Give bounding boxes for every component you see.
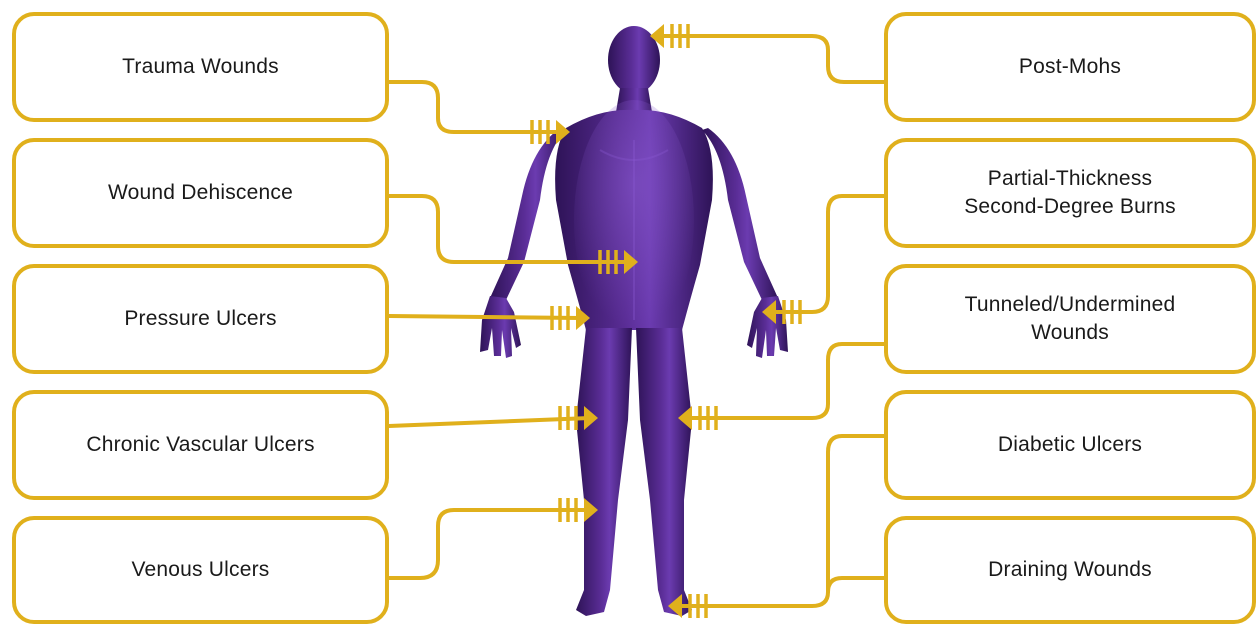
connector-draining	[828, 578, 884, 592]
label-text: Chronic Vascular Ulcers	[86, 431, 314, 459]
label-text: Partial-Thickness Second-Degree Burns	[964, 165, 1176, 220]
label-text: Pressure Ulcers	[124, 305, 276, 333]
label-text: Post-Mohs	[1019, 53, 1121, 81]
label-box-post-mohs: Post-Mohs	[884, 12, 1256, 122]
label-box-draining-wounds: Draining Wounds	[884, 516, 1256, 624]
label-box-wound-dehiscence: Wound Dehiscence	[12, 138, 389, 248]
label-text: Draining Wounds	[988, 556, 1152, 584]
connector-diabetic	[682, 436, 884, 606]
label-text: Diabetic Ulcers	[998, 431, 1142, 459]
label-text: Venous Ulcers	[131, 556, 269, 584]
human-body-icon	[480, 26, 788, 616]
label-box-tunneled-wounds: Tunneled/Undermined Wounds	[884, 264, 1256, 374]
label-box-diabetic-ulcers: Diabetic Ulcers	[884, 390, 1256, 500]
label-text: Wound Dehiscence	[108, 179, 293, 207]
connector-burns	[770, 196, 884, 312]
connector-tunneled	[690, 344, 884, 418]
label-text: Tunneled/Undermined Wounds	[965, 291, 1176, 346]
label-box-trauma-wounds: Trauma Wounds	[12, 12, 389, 122]
label-box-pressure-ulcers: Pressure Ulcers	[12, 264, 389, 374]
connector-postmohs	[660, 36, 884, 82]
label-box-venous-ulcers: Venous Ulcers	[12, 516, 389, 624]
label-box-second-degree-burns: Partial-Thickness Second-Degree Burns	[884, 138, 1256, 248]
label-text: Trauma Wounds	[122, 53, 279, 81]
label-box-chronic-vascular-ulcers: Chronic Vascular Ulcers	[12, 390, 389, 500]
